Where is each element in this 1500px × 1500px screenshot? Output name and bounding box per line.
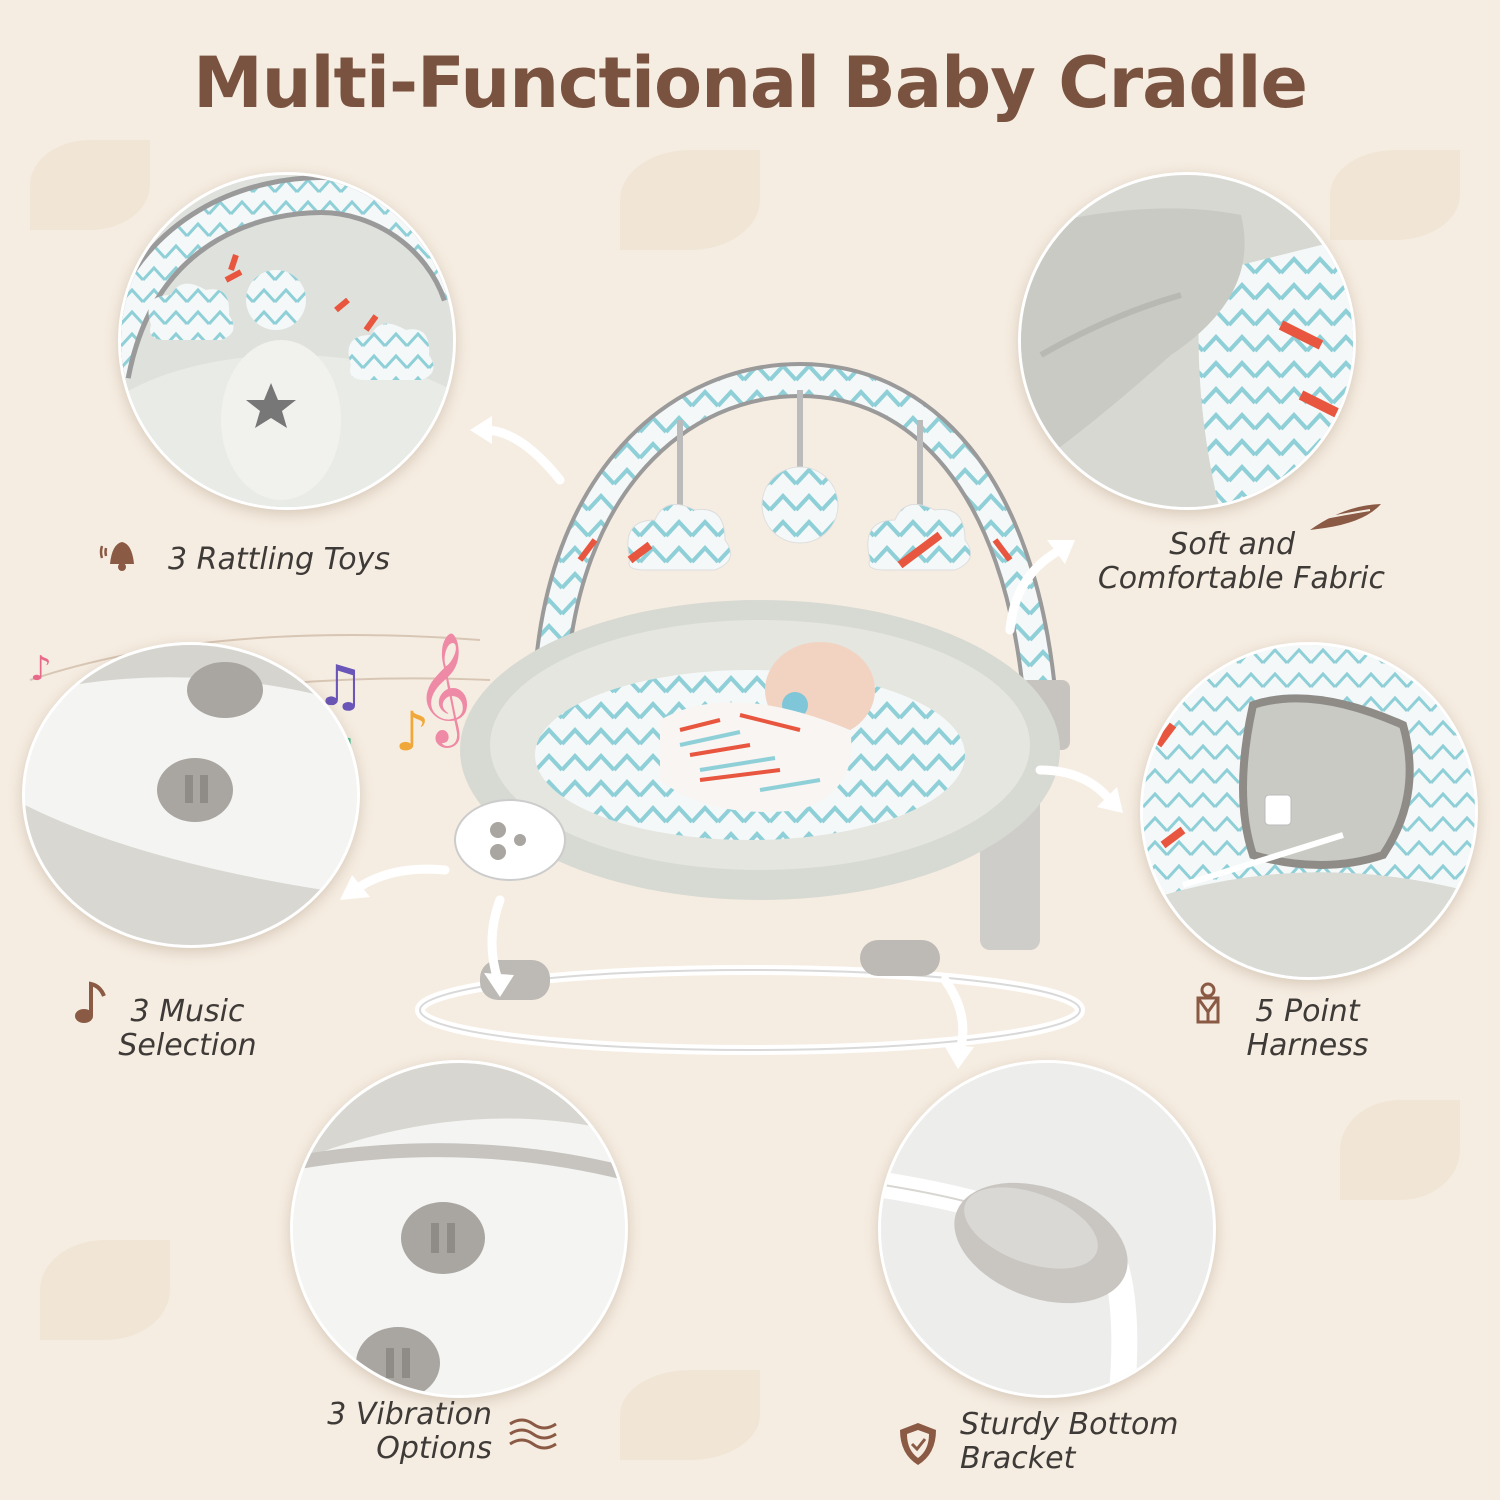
svg-text:𝄞: 𝄞 (415, 631, 472, 748)
music-label-line2: Selection (118, 1028, 257, 1063)
page-title: Multi-Functional Baby Cradle (193, 42, 1308, 124)
background-leaf (620, 150, 760, 250)
music-control-detail-image (22, 642, 360, 948)
background-leaf (30, 140, 150, 230)
arrow-to-fabric (1005, 540, 1075, 635)
music-label-line1: 3 Music (130, 994, 245, 1029)
vibration-label: 3 Vibration Options (300, 1398, 492, 1466)
arrow-to-vibration (484, 895, 514, 997)
soft-fabric-detail-image (1018, 172, 1356, 510)
harness-icon (1196, 982, 1220, 1024)
vibration-control-detail-image (290, 1060, 628, 1398)
arrow-to-toys (470, 416, 565, 485)
svg-text:♪: ♪ (30, 649, 52, 689)
soft-fabric-label-line1: Soft and (1169, 527, 1295, 562)
feather-icon (1310, 504, 1381, 530)
harness-label-line1: 5 Point (1255, 994, 1360, 1029)
background-leaf (1340, 1100, 1460, 1200)
arrow-to-harness (1035, 765, 1123, 813)
rattling-toys-detail-image (118, 172, 456, 510)
arrow-to-music (340, 864, 450, 900)
vibration-label-line1: 3 Vibration (327, 1397, 492, 1432)
baby-cradle-illustration (415, 361, 1085, 1055)
arrow-to-bracket (940, 975, 974, 1069)
music-note-icon (75, 981, 106, 1023)
harness-label: 5 Point Harness (1220, 995, 1395, 1063)
background-leaf (1330, 150, 1460, 240)
background-leaf (620, 1370, 760, 1460)
vibration-label-line2: Options (376, 1431, 492, 1466)
bracket-label-line1: Sturdy Bottom (960, 1407, 1179, 1442)
shield-icon (900, 1423, 936, 1465)
waves-icon (509, 1418, 557, 1450)
harness-label-line2: Harness (1246, 1028, 1369, 1063)
soft-fabric-label-line2: Comfortable Fabric (1097, 561, 1385, 596)
bottom-bracket-detail-image (878, 1060, 1216, 1398)
soft-fabric-label: Soft and Comfortable Fabric (1060, 528, 1385, 596)
harness-detail-image (1140, 642, 1478, 980)
bracket-label-line2: Bracket (960, 1441, 1076, 1476)
rattling-toys-label: 3 Rattling Toys (168, 542, 390, 577)
background-leaf (40, 1240, 170, 1340)
svg-text:♪: ♪ (395, 700, 429, 763)
bell-icon (99, 542, 134, 571)
music-selection-label: 3 Music Selection (100, 995, 275, 1063)
bracket-label: Sturdy Bottom Bracket (960, 1408, 1179, 1476)
